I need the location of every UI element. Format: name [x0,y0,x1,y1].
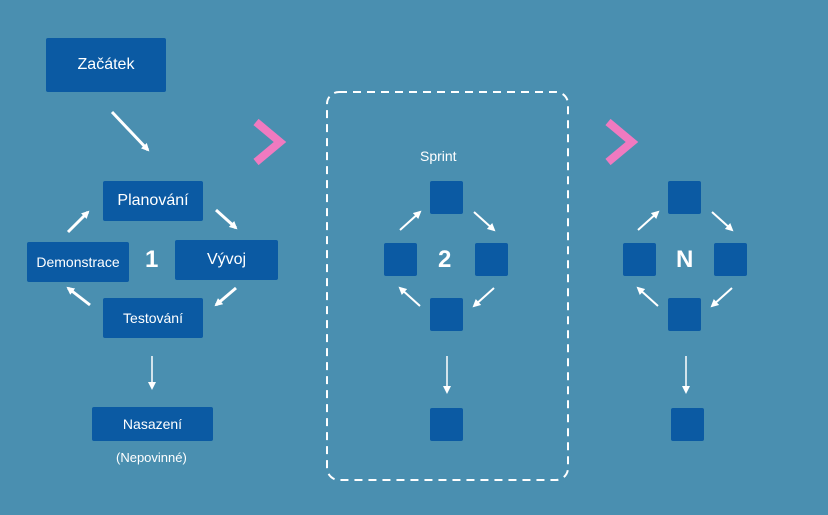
sprintN-deploy-square [671,408,704,441]
sprint2-left-square [384,243,417,276]
chevron-separator-1 [253,118,287,166]
arrow-start-to-planning [110,110,150,152]
sprint-number-n: N [676,246,694,273]
testing-box: Testování [103,298,203,338]
arrow-sn-top-right [711,211,734,232]
sprint2-right-square [475,243,508,276]
sprint-number-2: 2 [438,246,452,273]
sprint2-top-square [430,181,463,214]
arrow-demo-to-planning [66,210,90,234]
arrow-sn-right-bottom [710,287,733,308]
sprint-number-1: 1 [145,246,159,273]
sprint2-bottom-square [430,298,463,331]
sprint-frame [326,91,569,481]
planning-box: Planování [103,181,203,221]
development-box: Vývoj [175,240,278,280]
sprint-caption: Sprint [420,148,457,164]
arrow-sn-bottom-left [636,286,659,307]
arrow-s2-left-top [399,210,422,231]
arrow-planning-to-development [214,208,238,230]
sprintN-top-square [668,181,701,214]
sprintN-left-square [623,243,656,276]
arrow-testing-to-demo [66,286,91,307]
arrow-s2-bottom-left [398,286,421,307]
sprintN-bottom-square [668,298,701,331]
arrow-sn-left-top [637,210,660,231]
chevron-separator-2 [605,118,639,166]
arrow-s2-top-right [473,211,496,232]
demo-box: Demonstrace [27,242,129,282]
optional-label: (Nepovinné) [116,450,187,465]
deploy-box: Nasazení [92,407,213,441]
arrow-development-to-testing [214,286,237,307]
sprint2-deploy-square [430,408,463,441]
start-box: Začátek [46,38,166,92]
arrow-s2-right-bottom [472,287,495,308]
sprintN-right-square [714,243,747,276]
